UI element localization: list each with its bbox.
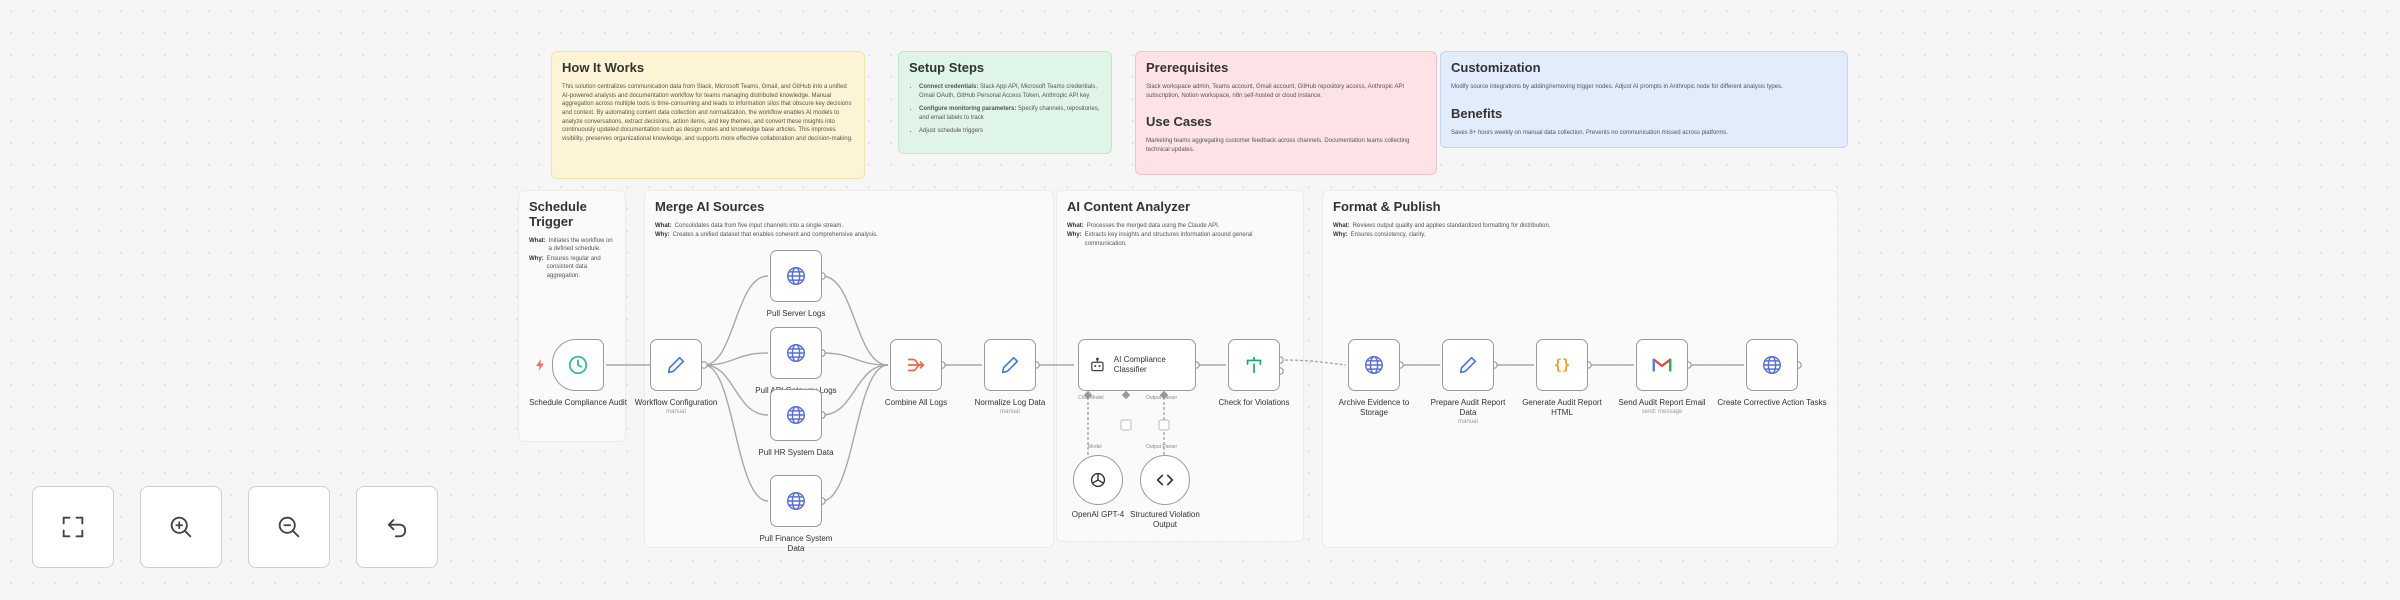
node-label: Pull Finance System Data: [759, 534, 833, 553]
pull-server-logs-node[interactable]: Pull Server Logs: [767, 250, 825, 318]
pencil-icon: [1459, 356, 1477, 374]
output-parser-port-label: Output Parser: [1146, 444, 1178, 450]
switch-icon: [1246, 356, 1262, 374]
customization-body: Modify source integrations by adding/rem…: [1451, 84, 1783, 90]
setup-step: Connect credentials: Slack App API, Micr…: [919, 83, 1101, 101]
create-corrective-action-tasks-node[interactable]: Create Corrective Action Tasks: [1717, 339, 1827, 407]
schedule-compliance-audit-node[interactable]: Schedule Compliance Audit: [529, 339, 627, 407]
zoom-out-button[interactable]: [248, 486, 330, 568]
setup-step: Adjust schedule triggers: [919, 127, 1101, 136]
how-it-works-body: This solution centralizes communication …: [562, 84, 853, 143]
openai-icon: [1090, 472, 1106, 488]
trigger-bolt-icon: [536, 359, 544, 371]
format-group-title: Format & Publish: [1333, 199, 1441, 214]
output-parser-port-label: Output Parser: [1146, 395, 1178, 401]
node-label: Schedule Compliance Audit: [529, 398, 627, 407]
node-label: OpenAI GPT-4: [1071, 510, 1125, 519]
undo-icon: [387, 519, 407, 538]
edge: [821, 275, 889, 366]
fit-view-button[interactable]: [32, 486, 114, 568]
combine-all-logs-node[interactable]: Combine All Logs: [885, 339, 947, 407]
node-label: Check for Violations: [1218, 398, 1290, 407]
node-label: Combine All Logs: [884, 398, 948, 407]
clock-icon: [568, 355, 588, 375]
customization-note[interactable]: Customization Modify source integrations…: [1440, 51, 1848, 148]
node-label: Archive Evidence to Storage: [1338, 398, 1410, 417]
benefits-title: Benefits: [1451, 105, 1503, 121]
zoom-in-icon: [170, 516, 192, 538]
code-icon: [1156, 474, 1174, 486]
svg-text:{}: {}: [1554, 358, 1571, 374]
model-port-label: Model: [1088, 444, 1102, 450]
zoom-in-button[interactable]: [140, 486, 222, 568]
pull-hr-system-data-node[interactable]: Pull HR System Data: [758, 389, 834, 457]
globe-icon: [787, 267, 805, 285]
edge: [821, 364, 889, 502]
use-cases-body: Marketing teams aggregating customer fee…: [1146, 138, 1410, 154]
gmail-icon: [1652, 358, 1672, 372]
edge: [703, 364, 769, 502]
edge: [821, 364, 889, 416]
prerequisites-note[interactable]: Prerequisites Slack workspace admin, Tea…: [1135, 51, 1437, 175]
pencil-icon: [1001, 356, 1019, 374]
pull-finance-system-data-node[interactable]: Pull Finance System Data: [760, 475, 832, 553]
setup-step: Configure monitoring parameters: Specify…: [919, 105, 1101, 123]
archive-evidence-node[interactable]: Archive Evidence to Storage: [1339, 339, 1409, 417]
ai-group-title: AI Content Analyzer: [1067, 199, 1191, 214]
setup-steps-note[interactable]: Setup Steps Connect credentials: Slack A…: [898, 51, 1112, 154]
edge: [703, 352, 769, 366]
benefits-body: Saves 8+ hours weekly on manual data col…: [1451, 129, 1728, 136]
node-label: AI Compliance Classifier: [1113, 355, 1166, 374]
customization-title: Customization: [1451, 60, 1541, 75]
merge-group-title: Merge AI Sources: [655, 199, 765, 214]
ai-compliance-classifier-node[interactable]: AI Compliance Classifier: [1078, 339, 1196, 391]
edge: [703, 364, 769, 416]
globe-icon: [1763, 356, 1781, 374]
fit-view-icon: [62, 516, 84, 538]
globe-icon: [787, 406, 805, 424]
robot-icon: [1091, 357, 1104, 372]
pencil-icon: [667, 356, 685, 374]
node-label: Generate Audit Report HTML: [1522, 398, 1602, 417]
reset-zoom-button[interactable]: [356, 486, 438, 568]
edge: [821, 352, 889, 366]
chat-model-port-label: Chat Model: [1078, 395, 1104, 401]
openai-gpt4-node[interactable]: OpenAI GPT-4: [1072, 455, 1124, 519]
schedule-group-title: Schedule Trigger: [529, 199, 587, 229]
prerequisites-title: Prerequisites: [1146, 60, 1229, 75]
how-it-works-title: How It Works: [562, 60, 645, 75]
structured-violation-output-node[interactable]: Structured Violation Output: [1130, 455, 1200, 529]
setup-steps-title: Setup Steps: [909, 60, 985, 75]
generate-audit-report-html-node[interactable]: {} Generate Audit Report HTML: [1522, 339, 1602, 417]
globe-icon: [1365, 356, 1383, 374]
node-label: Create Corrective Action Tasks: [1717, 398, 1827, 407]
node-label: Pull Server Logs: [766, 309, 826, 318]
zoom-out-icon: [278, 516, 300, 538]
prerequisites-body: Slack workspace admin, Teams account, Gm…: [1146, 84, 1405, 99]
node-label: Pull HR System Data: [758, 448, 834, 457]
merge-icon: [907, 358, 925, 372]
edge: [1279, 359, 1347, 366]
node-label: Structured Violation Output: [1130, 510, 1200, 529]
braces-icon: {}: [1554, 358, 1571, 374]
how-it-works-note[interactable]: How It Works This solution centralizes c…: [551, 51, 865, 179]
globe-icon: [787, 492, 805, 510]
edge: [703, 275, 769, 366]
check-for-violations-node[interactable]: Check for Violations: [1219, 339, 1290, 407]
use-cases-title: Use Cases: [1146, 114, 1212, 130]
schedule-group[interactable]: Schedule Trigger What:Initiates the work…: [518, 190, 626, 442]
pull-api-gateway-logs-node[interactable]: Pull API Gateway Logs: [755, 327, 837, 395]
globe-icon: [787, 344, 805, 362]
